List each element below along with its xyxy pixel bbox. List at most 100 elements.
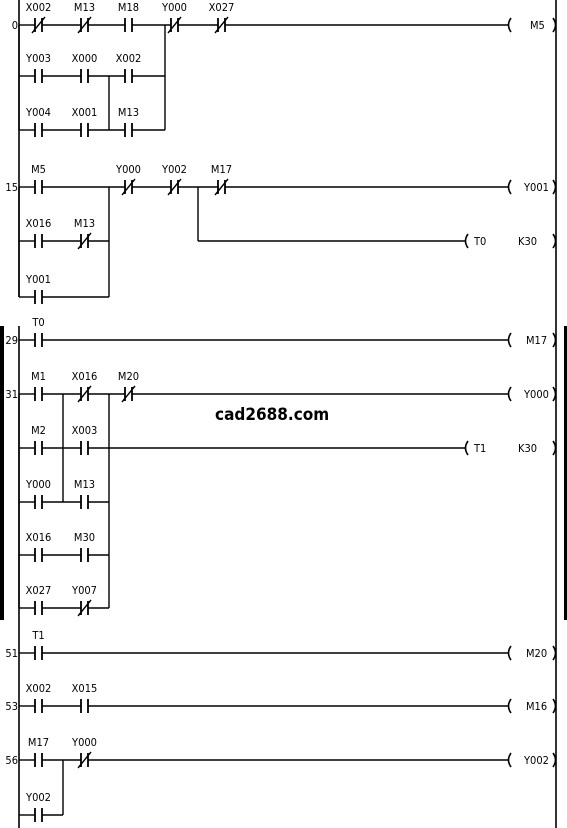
contact-label: M13 <box>74 217 95 230</box>
step-number: 56 <box>5 754 18 767</box>
left-margin-bar <box>0 326 4 620</box>
watermark: cad2688.com <box>215 405 329 425</box>
contact-x015: X015 <box>72 682 98 713</box>
contact-x027: X027 <box>209 1 235 34</box>
contact-label: X000 <box>72 52 98 65</box>
contact-y004: Y004 <box>25 106 51 137</box>
contact-y001: Y001 <box>25 273 51 304</box>
contact-m13: M13 <box>118 106 139 137</box>
coil-parameter: K30 <box>518 235 537 248</box>
contact-label: Y001 <box>25 273 51 286</box>
contact-label: X002 <box>26 1 52 14</box>
coil-parameter: K30 <box>518 442 537 455</box>
contact-label: Y002 <box>161 163 187 176</box>
coil-m17: M17 <box>507 332 557 348</box>
contact-y007: Y007 <box>71 584 97 617</box>
coil-name: M17 <box>526 334 547 347</box>
contact-label: M13 <box>118 106 139 119</box>
coil-name: Y002 <box>523 754 549 767</box>
contact-m17: M17 <box>28 736 49 767</box>
contact-x003: X003 <box>72 424 98 455</box>
contact-label: Y000 <box>161 1 187 14</box>
contact-m17: M17 <box>211 163 232 196</box>
contact-label: Y004 <box>25 106 51 119</box>
coil-name: M20 <box>526 647 547 660</box>
contact-x016: X016 <box>72 370 98 403</box>
contact-m5: M5 <box>31 163 46 194</box>
contact-label: X003 <box>72 424 98 437</box>
coil-t0: T0 K30 <box>464 233 557 249</box>
contact-label: X001 <box>72 106 98 119</box>
contact-label: M20 <box>118 370 139 383</box>
contact-x016: X016 <box>26 531 51 562</box>
step-number: 51 <box>5 647 18 660</box>
step-number: 29 <box>5 334 18 347</box>
contact-m13: M13 <box>74 478 95 509</box>
contact-t0: T0 <box>31 316 45 347</box>
coil-m16: M16 <box>507 698 557 714</box>
contact-m2: M2 <box>31 424 46 455</box>
contact-label: M17 <box>28 736 49 749</box>
contact-label: M18 <box>118 1 139 14</box>
coil-y002: Y002 <box>507 752 557 768</box>
right-margin-bar <box>564 326 567 620</box>
contact-y000: Y000 <box>161 1 187 34</box>
step-number: 15 <box>5 181 18 194</box>
coil-t1: T1 K30 <box>464 440 557 456</box>
contact-label: M2 <box>31 424 46 437</box>
contact-label: X016 <box>26 217 52 230</box>
contact-y000: Y000 <box>115 163 141 196</box>
contact-x002: X002 <box>26 682 52 713</box>
contact-t1: T1 <box>31 629 45 660</box>
contact-x002: X002 <box>116 52 142 83</box>
contact-label: M5 <box>31 163 46 176</box>
contact-label: Y003 <box>25 52 51 65</box>
contact-x016: X016 <box>26 217 52 248</box>
coil-name: Y001 <box>523 181 549 194</box>
contact-m20: M20 <box>118 370 139 403</box>
coil-m5: M5 <box>507 17 557 33</box>
coil-y001: Y001 <box>507 179 557 195</box>
contact-y002: Y002 <box>161 163 187 196</box>
contact-label: T1 <box>31 629 44 642</box>
coil-m20: M20 <box>507 645 557 661</box>
contact-label: X027 <box>26 584 52 597</box>
contact-label: X016 <box>72 370 98 383</box>
step-number: 31 <box>5 388 18 401</box>
step-number: 53 <box>5 700 18 713</box>
contact-label: Y000 <box>115 163 141 176</box>
contact-label: M13 <box>74 478 95 491</box>
contact-label: X027 <box>209 1 235 14</box>
contact-label: M17 <box>211 163 232 176</box>
contact-label: Y000 <box>25 478 51 491</box>
contact-label: M1 <box>31 370 46 383</box>
step-number: 0 <box>12 19 18 32</box>
contact-m13: M13 <box>74 217 95 250</box>
contact-x027: X027 <box>26 584 52 615</box>
contact-m1: M1 <box>31 370 46 401</box>
contact-label: X015 <box>72 682 98 695</box>
contact-label: M30 <box>74 531 95 544</box>
contact-x001: X001 <box>72 106 98 137</box>
contact-y000: Y000 <box>25 478 51 509</box>
coil-name: Y000 <box>523 388 549 401</box>
coil-name: T1 <box>473 442 486 455</box>
contact-y003: Y003 <box>25 52 51 83</box>
contact-m30: M30 <box>74 531 95 562</box>
contact-label: M13 <box>74 1 95 14</box>
contact-label: X002 <box>116 52 142 65</box>
contact-m13: M13 <box>74 1 95 34</box>
coil-y000: Y000 <box>507 386 557 402</box>
contact-x000: X000 <box>72 52 98 83</box>
contact-label: Y002 <box>25 791 51 804</box>
coil-name: T0 <box>473 235 486 248</box>
contact-label: Y000 <box>71 736 97 749</box>
contact-label: X002 <box>26 682 52 695</box>
wiring <box>18 0 557 828</box>
contact-y000: Y000 <box>71 736 97 769</box>
contact-x002: X002 <box>26 1 52 34</box>
coil-name: M16 <box>526 700 547 713</box>
contact-label: Y007 <box>71 584 97 597</box>
